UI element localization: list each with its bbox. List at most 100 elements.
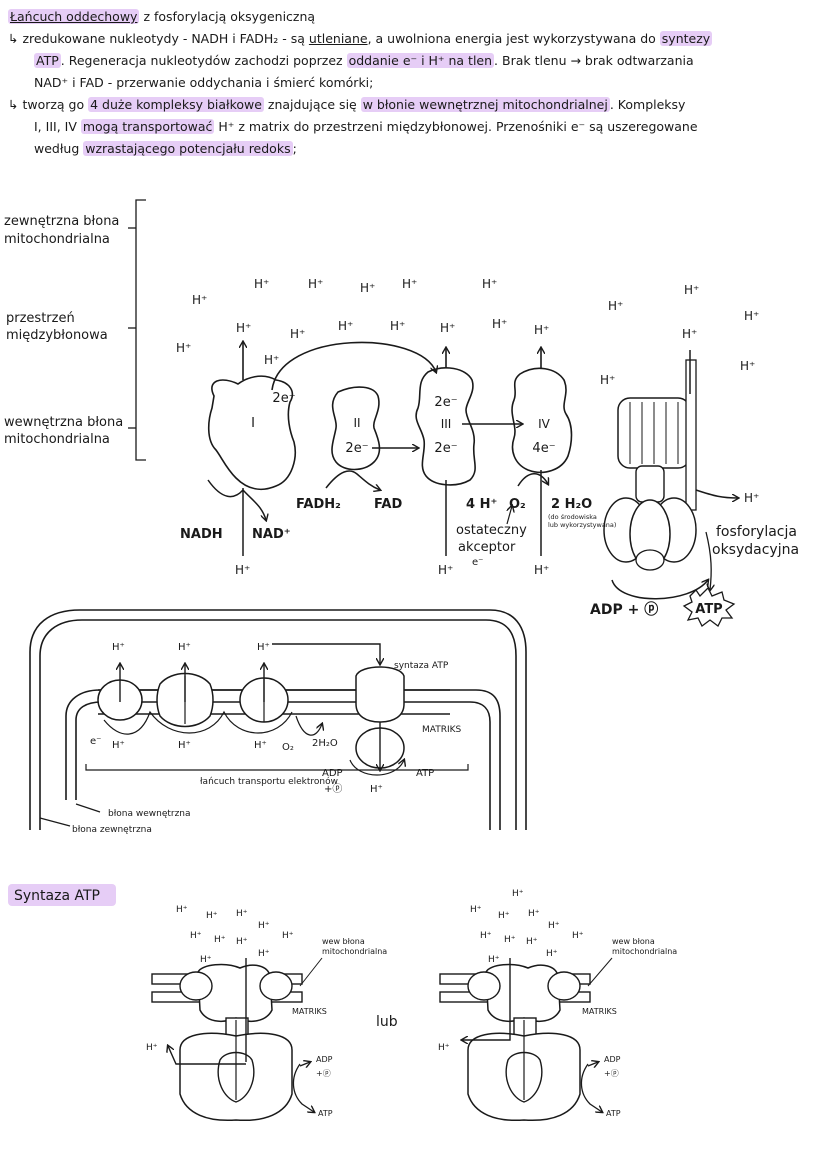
inner-membrane-label: błona wewnętrzna: [108, 809, 191, 819]
notes-highlight: w błonie wewnętrznej mitochondrialnej: [360, 97, 610, 112]
proton-label: H⁺: [146, 1043, 158, 1053]
electrons-label: 2e⁻: [345, 441, 368, 456]
phosphate-label: +ⓟ: [316, 1069, 331, 1078]
notes-title-tail: z fosforylacją oksygeniczną: [143, 9, 316, 24]
proton-label: H⁺: [546, 949, 558, 959]
notes-text: H⁺ z matrix do przestrzeni międzybłonowe…: [214, 119, 698, 134]
notes-text: ↳ tworzą go: [8, 97, 89, 112]
proton-label: H⁺: [254, 277, 269, 291]
proton-label: H⁺: [740, 359, 755, 373]
proton-label: H⁺: [214, 935, 226, 945]
notes-text: . Kompleksy: [609, 97, 686, 112]
nadh-oxidation-arrow: [207, 479, 266, 520]
notes-highlight: wzrastającego potencjału redoks: [83, 141, 293, 156]
oxidative-phosphorylation-label: oksydacyjna: [712, 542, 799, 558]
proton-label: H⁺: [470, 905, 482, 915]
water-label: 2 H₂O: [551, 497, 592, 512]
notes-highlight: syntezy: [659, 31, 713, 46]
acceptor-pointer: [506, 506, 512, 525]
notes-highlight: ATP: [34, 53, 61, 68]
atp-synthase-label: syntaza ATP: [394, 661, 449, 671]
proton-label: H⁺: [440, 321, 455, 335]
proton-label: H⁺: [282, 931, 294, 941]
proton-label: H⁺: [744, 309, 759, 323]
notes-line: ↳ zredukowane nukleotydy - NADH i FADH₂ …: [8, 28, 820, 50]
notes-text: znajdujące się: [263, 97, 361, 112]
proton-flow-arrow: [462, 958, 511, 1040]
section-title: Syntaza ATP: [14, 888, 100, 904]
proton-label: H⁺: [548, 921, 560, 931]
nad-label: NAD⁺: [252, 527, 291, 542]
phosphate-label: +ⓟ: [604, 1069, 619, 1078]
proton-label: H⁺: [438, 563, 453, 577]
water-note: lub wykorzystywana): [548, 521, 616, 529]
proton-label: H⁺: [438, 1043, 450, 1053]
intermembrane-space-label: międzybłonowa: [6, 328, 108, 343]
fadh2-label: FADH₂: [296, 497, 341, 512]
proton-label: H⁺: [488, 955, 500, 965]
atp-arrow: [705, 531, 711, 590]
outer-membrane-label: błona zewnętrzna: [72, 825, 152, 835]
membrane-label: mitochondrialna: [612, 947, 677, 956]
proton-label: H⁺: [480, 931, 492, 941]
water-note: (do środowiska: [548, 513, 597, 521]
matrix-label: MATRIKS: [292, 1007, 327, 1016]
outer-membrane-label: mitochondrialna: [4, 232, 110, 247]
protons-consumed-label: 4 H⁺: [466, 497, 497, 512]
atp-synthase: [603, 359, 697, 571]
or-label: lub: [376, 1014, 398, 1030]
atp-synthase-shape: [355, 666, 405, 723]
proton-label: H⁺: [178, 740, 191, 751]
notes-block: Łańcuch oddechowy z fosforylacją oksygen…: [8, 6, 820, 160]
proton-label: H⁺: [257, 642, 270, 653]
fad-label: FAD: [374, 497, 402, 512]
outer-membrane: [146, 200, 822, 264]
electron-flow-arrow: [271, 341, 436, 391]
electrons-label: 2e⁻: [434, 441, 457, 456]
proton-label: H⁺: [512, 889, 524, 899]
proton-label: H⁺: [402, 277, 417, 291]
nadh-label: NADH: [180, 527, 223, 542]
proton-flow-arrow: [168, 1046, 246, 1065]
proton-label: H⁺: [112, 740, 125, 751]
oxygen-label: O₂: [509, 497, 526, 512]
proton-label: H⁺: [534, 323, 549, 337]
notes-line: ↳ tworzą go 4 duże kompleksy białkowe zn…: [8, 94, 820, 116]
notes-text: . Brak tlenu → brak odtwarzania: [494, 53, 694, 68]
etc-diagram: zewnętrzna błona mitochondrialna przestr…: [4, 199, 822, 627]
proton-label: H⁺: [258, 921, 270, 931]
proton-label: H⁺: [528, 909, 540, 919]
oxygen-label: O₂: [282, 742, 294, 753]
complex-iv-label: IV: [538, 417, 551, 431]
proton-label: H⁺: [258, 949, 270, 959]
phosphate-label: +ⓟ: [324, 783, 342, 795]
complex-iii: [415, 367, 476, 486]
section-title-highlight: [8, 884, 116, 906]
outer-membrane-label: zewnętrzna błona: [4, 214, 119, 229]
notes-text: . Regeneracja nukleotydów zachodzi poprz…: [60, 53, 347, 68]
proton-label: H⁺: [504, 935, 516, 945]
electrons-label: 4e⁻: [532, 441, 555, 456]
proton-label: H⁺: [200, 955, 212, 965]
proton-cloud: H⁺ H⁺ H⁺ H⁺ H⁺ H⁺ H⁺ H⁺ H⁺ H⁺ H⁺ H⁺ H⁺ H…: [176, 277, 759, 387]
proton-label: H⁺: [236, 321, 251, 335]
oxidative-phosphorylation-label: fosforylacja: [716, 524, 797, 540]
proton-flow-arrow: [695, 489, 738, 498]
proton-label: H⁺: [290, 327, 305, 341]
final-acceptor-label: e⁻: [472, 557, 483, 568]
notes-line: I, III, IV mogą transportować H⁺ z matri…: [8, 116, 820, 138]
proton-label: H⁺: [600, 373, 615, 387]
proton-label: H⁺: [254, 740, 267, 751]
etc-bracket: [85, 764, 469, 771]
notes-title: Łańcuch oddechowy: [8, 9, 140, 24]
notes-text: I, III, IV: [34, 119, 81, 134]
atp-label: ATP: [318, 1109, 333, 1118]
notes-text: ↳ zredukowane nukleotydy - NADH i FADH₂ …: [8, 31, 309, 46]
proton-label: H⁺: [338, 319, 353, 333]
adp-label: ADP + ⓟ: [590, 601, 658, 618]
notes-line: ATP. Regeneracja nukleotydów zachodzi po…: [8, 50, 820, 72]
matrix-label: MATRIKS: [582, 1007, 617, 1016]
atp-synthase-left: H⁺ H⁺ H⁺ H⁺ H⁺ H⁺ H⁺ H⁺ H⁺ H⁺ H⁺ wew bło…: [146, 905, 387, 1122]
proton-label: H⁺: [112, 642, 125, 653]
